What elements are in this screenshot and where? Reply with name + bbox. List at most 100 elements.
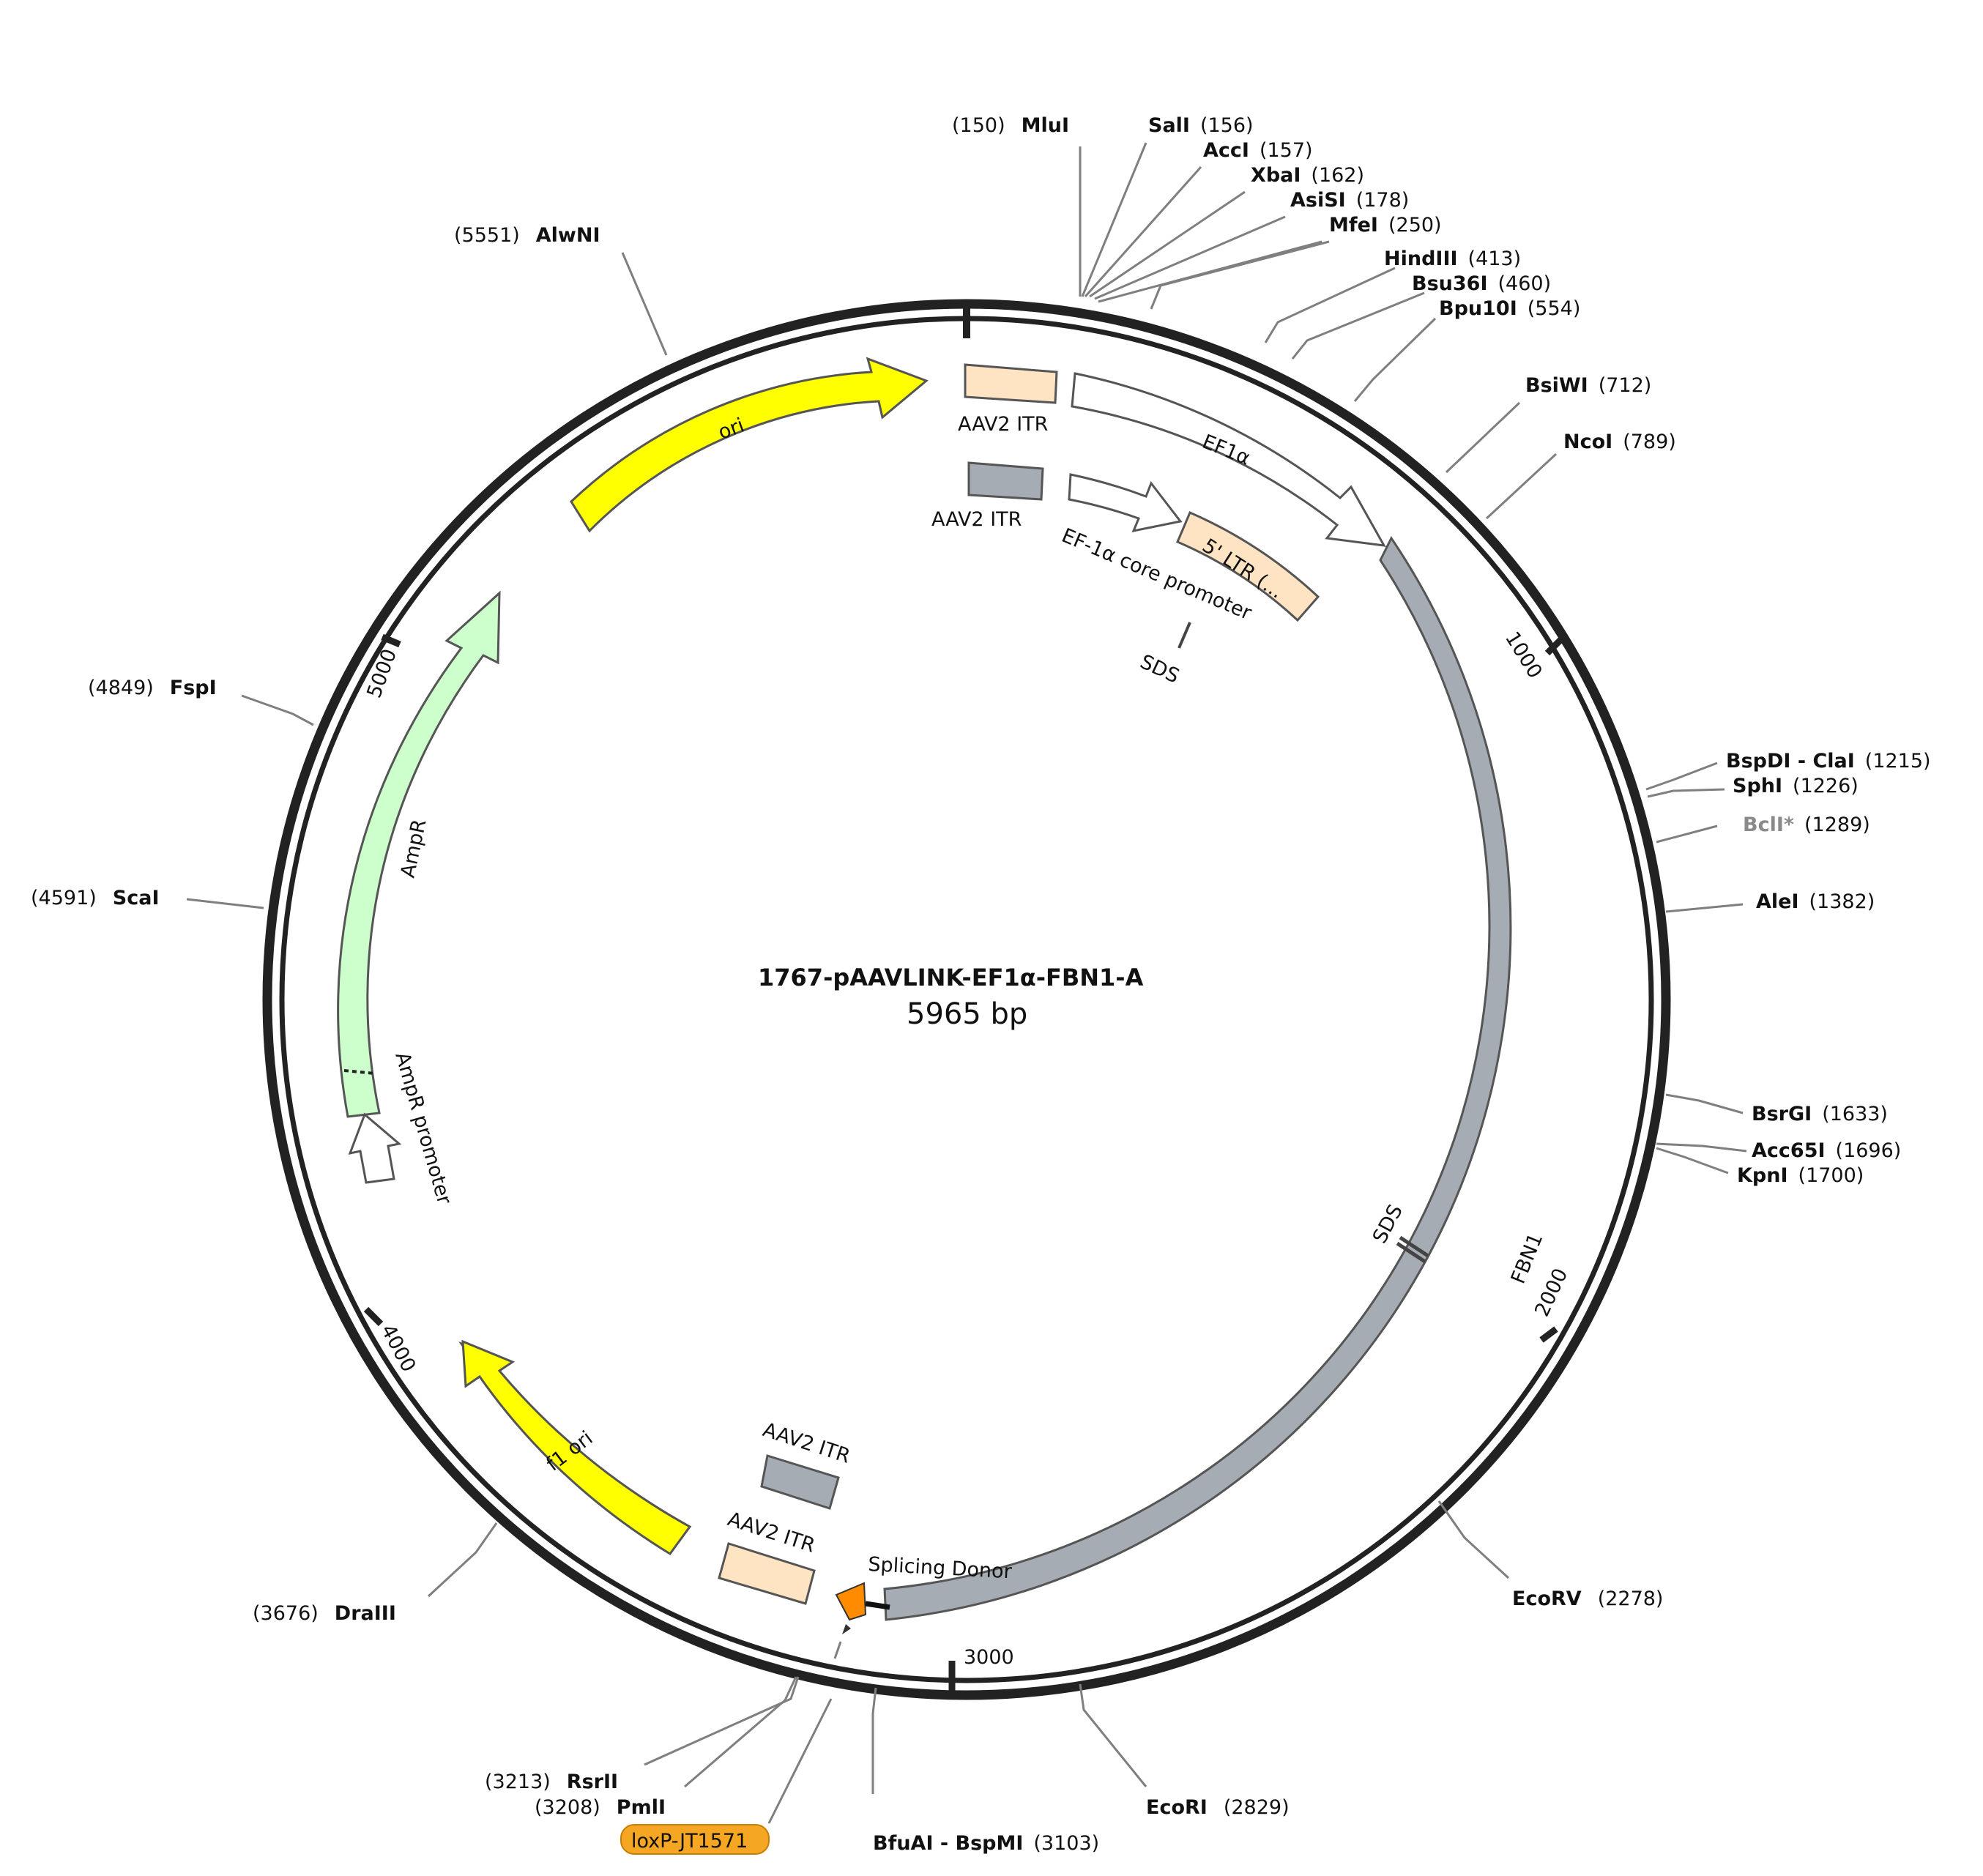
svg-text:(3213)RsrII: (3213) RsrII	[485, 1771, 618, 1793]
enzyme-name: EcoRV	[1512, 1587, 1582, 1610]
svg-text:BsiWI(712): BsiWI(712)	[1525, 374, 1651, 397]
enzyme-xbai[interactable]: XbaI(162)	[1251, 164, 1364, 187]
enzyme-fspi[interactable]: (4849)FspI	[88, 677, 217, 699]
tick-label-3000: 3000	[964, 1646, 1014, 1669]
enzyme-name: Bpu10I	[1439, 297, 1517, 320]
feature-aav2-itr-top-inner[interactable]: AAV2 ITR	[931, 461, 1044, 531]
enzyme-hindiii[interactable]: HindIII (413)	[1384, 247, 1521, 270]
svg-text:AsiSI(178): AsiSI (178)	[1290, 189, 1409, 212]
svg-text:HindIII(413): HindIII (413)	[1384, 247, 1521, 270]
enzyme-mfei[interactable]: MfeI(250)	[1329, 214, 1442, 237]
svg-text:(3676)DraIII: (3676)DraIII	[253, 1602, 396, 1625]
enzyme-draiii[interactable]: (3676)DraIII	[253, 1602, 396, 1625]
enzyme-pos: (5551)	[454, 224, 520, 247]
enzyme-bsu36i[interactable]: Bsu36I (460)	[1412, 272, 1551, 295]
tick-mark-5000	[381, 633, 401, 648]
tick-mark-2000	[1539, 1326, 1558, 1343]
svg-text:BsrGI(1633): BsrGI (1633)	[1752, 1103, 1888, 1125]
feature-label-sds-top: SDS	[1136, 650, 1183, 688]
enzyme-bspdi-clai[interactable]: BspDI - ClaI(1215)	[1726, 750, 1931, 773]
enzyme-name: MfeI	[1329, 214, 1378, 237]
enzyme-pos: (4849)	[88, 677, 154, 699]
enzyme-bsrgi[interactable]: BsrGI (1633)	[1752, 1103, 1888, 1125]
enzyme-bpu10i[interactable]: Bpu10I(554)	[1439, 297, 1580, 320]
enzyme-name: HindIII	[1384, 247, 1458, 270]
enzyme-bfuai-bspmi[interactable]: BfuAI - BspMI(3103)	[873, 1832, 1099, 1855]
enzyme-asisi[interactable]: AsiSI (178)	[1290, 189, 1409, 212]
feature-ampr[interactable]: AmpR	[337, 590, 501, 1118]
enzyme-name: SphI	[1733, 775, 1782, 797]
enzyme-name: KpnI	[1737, 1164, 1788, 1187]
enzyme-name: BclI*	[1743, 814, 1794, 836]
enzyme-name: PmlI	[617, 1796, 666, 1819]
svg-text:MfeI(250): MfeI(250)	[1329, 214, 1442, 237]
svg-text:SalI(156): SalI(156)	[1148, 114, 1254, 137]
enzyme-sphi[interactable]: SphI(1226)	[1733, 775, 1859, 797]
enzyme-kpni[interactable]: KpnI(1700)	[1737, 1164, 1864, 1187]
svg-text:Bpu10I(554): Bpu10I(554)	[1439, 297, 1580, 320]
enzyme-name: XbaI	[1251, 164, 1301, 187]
enzyme-pos: (3213)	[485, 1771, 551, 1793]
enzyme-name: MluI	[1022, 114, 1069, 137]
enzyme-name: Acc65I	[1752, 1139, 1826, 1162]
enzyme-sali[interactable]: SalI(156)	[1148, 114, 1254, 137]
svg-text:KpnI(1700): KpnI(1700)	[1737, 1164, 1864, 1187]
enzyme-ncoi[interactable]: NcoI(789)	[1563, 431, 1676, 453]
feature-label-aav2-itr-top-outer: AAV2 ITR	[958, 413, 1048, 436]
svg-text:(4849)FspI: (4849)FspI	[88, 677, 217, 699]
feature-splicing-donor[interactable]: Splicing Donor	[835, 1553, 1013, 1634]
enzyme-pos: (3676)	[253, 1602, 319, 1625]
enzyme-name: BsrGI	[1752, 1103, 1812, 1125]
feature-aav2-itr-bottom-inner[interactable]: AAV2 ITR	[760, 1418, 853, 1510]
enzyme-bcli[interactable]: BclI*(1289)	[1743, 814, 1870, 836]
enzyme-mlui[interactable]: (150) MluI	[952, 114, 1069, 137]
svg-text:Acc65I(1696): Acc65I(1696)	[1752, 1139, 1901, 1162]
enzyme-pos: (2829)	[1224, 1796, 1290, 1819]
enzyme-alwni[interactable]: (5551) AlwNI	[454, 224, 600, 247]
enzyme-bsiwi[interactable]: BsiWI(712)	[1525, 374, 1651, 397]
tick-label-4000: 4000	[376, 1321, 420, 1376]
enzyme-name: AlwNI	[536, 224, 600, 247]
enzyme-scai[interactable]: (4591)ScaI	[31, 887, 160, 909]
feature-fbn1[interactable]: FBN1	[883, 536, 1547, 1621]
tick-label-1000: 1000	[1500, 628, 1547, 682]
feature-sds-top[interactable]: SDS	[1136, 622, 1191, 688]
enzyme-name: Bsu36I	[1412, 272, 1488, 295]
feature-ori[interactable]: ori	[570, 357, 929, 533]
feature-loxp[interactable]: loxP-JT1571	[620, 1641, 842, 1855]
svg-text:EcoRV(2278): EcoRV(2278)	[1512, 1587, 1663, 1610]
enzyme-pmli[interactable]: (3208)PmlI	[535, 1796, 666, 1819]
feature-label-ampr-promoter: AmpR promoter	[390, 1049, 455, 1207]
enzyme-rsrii[interactable]: (3213) RsrII	[485, 1771, 618, 1793]
enzyme-name: AccI	[1203, 139, 1249, 162]
enzyme-acci[interactable]: AccI (157)	[1203, 139, 1313, 162]
feature-aav2-itr-top-outer[interactable]: AAV2 ITR	[958, 363, 1058, 436]
enzyme-name: ScaI	[113, 887, 160, 909]
enzyme-name: AsiSI	[1290, 189, 1346, 212]
svg-text:BfuAI - BspMI(3103): BfuAI - BspMI(3103)	[873, 1832, 1099, 1855]
enzyme-leader-lines	[186, 142, 1747, 1794]
enzyme-pos: (1633)	[1822, 1103, 1888, 1125]
enzyme-name: EcoRI	[1146, 1796, 1208, 1819]
enzyme-ecori[interactable]: EcoRI (2829)	[1146, 1796, 1290, 1819]
feature-label-aav2-itr-top-inner: AAV2 ITR	[931, 508, 1022, 531]
svg-text:AleI(1382): AleI(1382)	[1756, 890, 1875, 913]
enzyme-pos: (789)	[1623, 431, 1676, 453]
enzyme-name: RsrII	[567, 1771, 618, 1793]
enzyme-ecorv[interactable]: EcoRV(2278)	[1512, 1587, 1663, 1610]
enzyme-pos: (413)	[1468, 247, 1522, 270]
enzyme-alei[interactable]: AleI(1382)	[1756, 890, 1875, 913]
svg-text:EcoRI(2829): EcoRI (2829)	[1146, 1796, 1290, 1819]
tick-mark-1000	[1544, 636, 1565, 656]
enzyme-pos: (150)	[952, 114, 1005, 137]
enzyme-pos: (460)	[1498, 272, 1552, 295]
enzyme-acc65i[interactable]: Acc65I(1696)	[1752, 1139, 1901, 1162]
enzyme-pos: (157)	[1260, 139, 1313, 162]
feature-f1-ori[interactable]: f1 ori	[458, 1339, 692, 1555]
svg-text:NcoI(789): NcoI(789)	[1563, 431, 1676, 453]
enzyme-pos: (178)	[1356, 189, 1410, 212]
feature-aav2-itr-bottom-outer[interactable]: AAV2 ITR	[718, 1508, 818, 1605]
feature-ef1a[interactable]: EF1α	[1071, 372, 1386, 547]
enzyme-name: BspDI - ClaI	[1726, 750, 1855, 773]
